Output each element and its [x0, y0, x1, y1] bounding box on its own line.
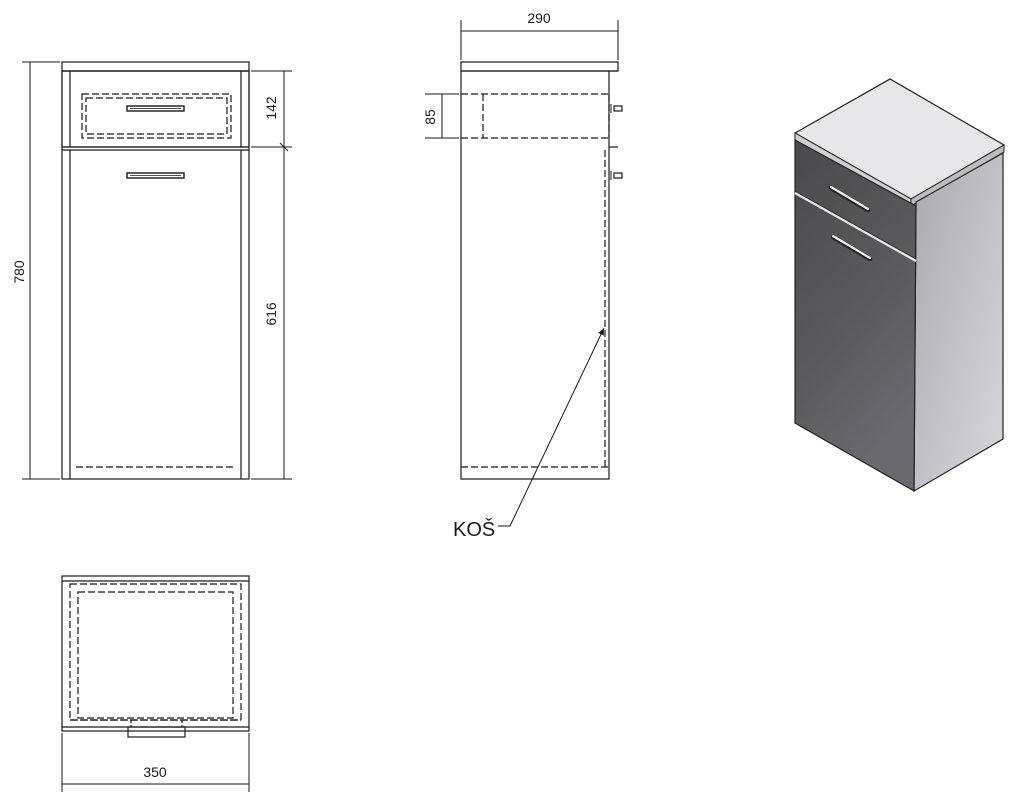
drawer-front — [61, 70, 250, 148]
side-view — [460, 61, 623, 480]
dim-inner-drawer-height: 85 — [422, 109, 438, 125]
render-side — [913, 151, 1004, 493]
front-dimensions — [22, 61, 292, 480]
front-worktop — [61, 61, 250, 72]
cabinet-render — [793, 78, 1006, 493]
top-handle — [127, 726, 186, 738]
dim-width: 350 — [143, 764, 167, 780]
front-body — [61, 70, 250, 480]
top-view — [61, 575, 250, 738]
side-door-handle — [613, 172, 623, 179]
basket-callout-leader — [498, 327, 605, 527]
door-handle — [126, 172, 185, 179]
dim-drawer-height: 142 — [263, 96, 279, 120]
drawer-box-hidden — [81, 93, 232, 139]
top-dimensions — [61, 733, 250, 792]
drawer-handle — [126, 105, 185, 112]
dim-depth: 290 — [527, 10, 551, 26]
render-door-handle — [830, 234, 873, 262]
side-worktop — [460, 61, 619, 72]
basket-callout-label: KOŠ — [453, 518, 495, 541]
side-drawer-handle — [613, 105, 623, 112]
side-body — [460, 70, 610, 480]
side-dimensions — [425, 20, 619, 139]
front-view — [61, 61, 250, 480]
top-outline — [61, 575, 250, 732]
render-drawer-handle — [828, 185, 871, 213]
dim-total-height: 780 — [11, 260, 27, 284]
render-front — [794, 138, 917, 493]
dim-door-height: 616 — [263, 302, 279, 326]
